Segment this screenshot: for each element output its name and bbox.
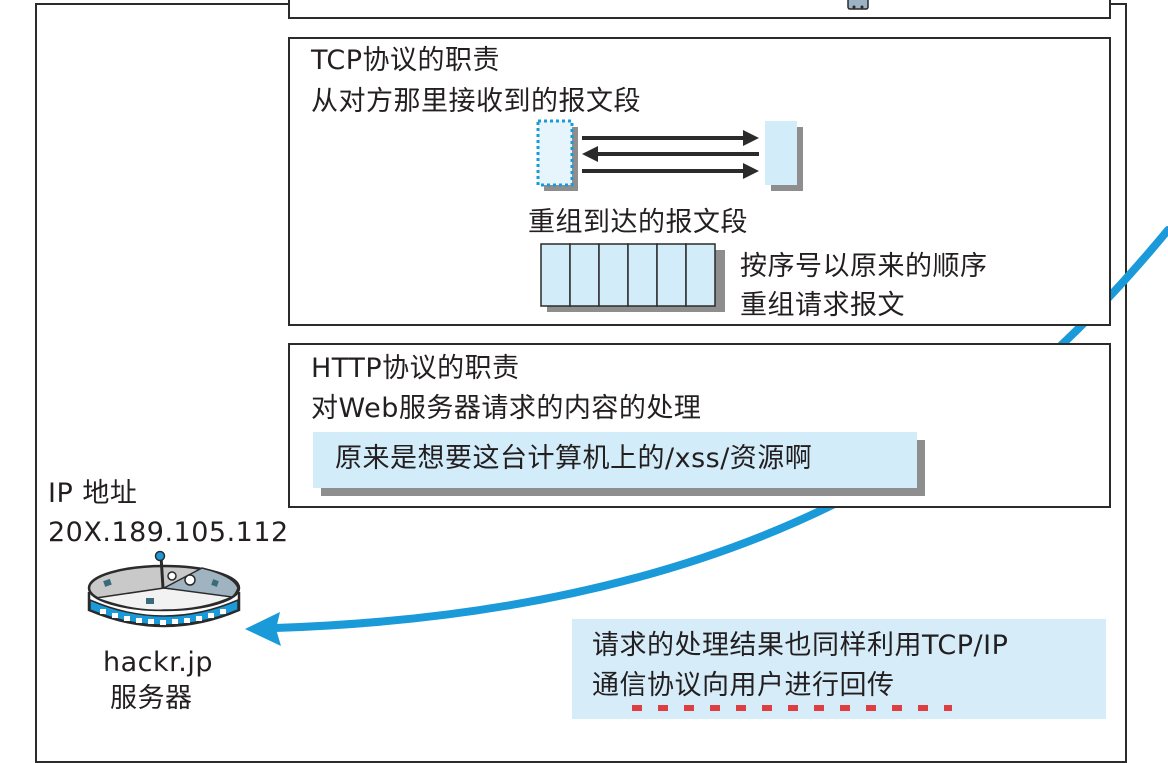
server-icon [87,550,241,628]
order-note-line2: 重组请求报文 [740,290,905,321]
server-role: 服务器 [110,683,193,714]
http-box-title: HTTP协议的职责 [311,353,520,384]
resource-note-text: 原来是想要这台计算机上的/xss/资源啊 [335,443,813,474]
response-note-line1: 请求的处理结果也同样利用TCP/IP [592,630,1009,661]
response-note-box: 请求的处理结果也同样利用TCP/IP 通信协议向用户进行回传 [572,619,1106,719]
resource-note-box: 原来是想要这台计算机上的/xss/资源啊 [313,432,917,488]
ip-label: IP 地址 [48,478,138,509]
tcp-box-title: TCP协议的职责 [311,45,501,76]
http-role-box: HTTP协议的职责 对Web服务器请求的内容的处理 原来是想要这台计算机上的/x… [288,343,1111,508]
segment-exchange-icon [536,119,803,191]
red-annotation-fragment [632,705,952,711]
reassemble-label: 重组到达的报文段 [528,207,748,238]
top-box [288,0,1111,19]
ip-value: 20X.189.105.112 [48,517,289,548]
client-device-icon [847,0,869,10]
server-hostname: hackr.jp [103,647,213,678]
order-note-line1: 按序号以原来的顺序 [740,251,988,282]
tcp-box-subtitle: 从对方那里接收到的报文段 [311,86,641,117]
http-box-subtitle: 对Web服务器请求的内容的处理 [311,393,702,424]
response-note-line2: 通信协议向用户进行回传 [592,670,895,701]
tcp-role-box: TCP协议的职责 从对方那里接收到的报文段 重组到达的报文段 按序号以原来的顺序… [288,37,1111,326]
reassembled-segments-icon [540,243,725,312]
